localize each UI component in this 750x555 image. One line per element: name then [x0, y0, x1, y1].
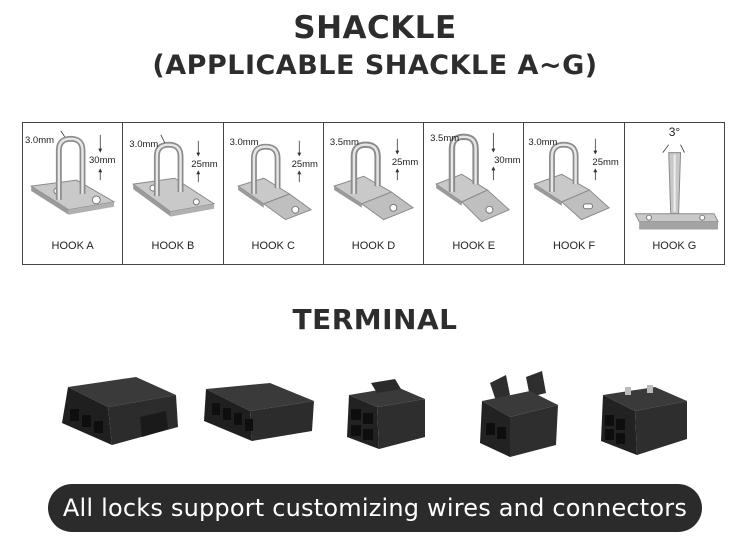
hook-b-image	[132, 134, 216, 217]
hook-d-height-label: 25mm	[391, 157, 419, 168]
page-subtitle: (APPLICABLE SHACKLE A~G)	[152, 50, 598, 81]
hook-f-image	[533, 138, 611, 221]
hook-c-wire-label: 3.0mm	[229, 137, 259, 148]
hook-g-image	[634, 144, 719, 230]
hook-strip: 3.0mm 30mm HOOK A 3.0mm 25mm HOOK B	[22, 122, 725, 265]
terminal-section-title: TERMINAL	[292, 303, 458, 336]
hook-d-wire-label: 3.5mm	[329, 137, 359, 148]
hook-card-b: 3.0mm 25mm HOOK B	[123, 123, 224, 264]
hook-f-label: HOOK F	[552, 240, 596, 252]
hook-b-label: HOOK B	[151, 240, 195, 252]
hook-c-image	[236, 140, 312, 221]
hook-f-height-label: 25mm	[592, 157, 619, 168]
hook-f-wire-label: 3.0mm	[528, 137, 558, 148]
hook-a-label: HOOK A	[51, 240, 94, 252]
hook-e-label: HOOK E	[452, 240, 496, 252]
hook-card-c: 3.0mm 25mm HOOK C	[224, 123, 324, 264]
hook-card-e: 3.5mm 30mm HOOK E	[424, 123, 525, 264]
hook-a-image	[29, 130, 116, 215]
hook-card-g: 3° HOOK G	[625, 123, 724, 264]
hook-card-f: 3.0mm 25mm HOOK F	[524, 123, 625, 264]
hook-c-label: HOOK C	[251, 240, 295, 252]
connector-2-image	[204, 383, 314, 441]
footer-banner: All locks support customizing wires and …	[48, 484, 702, 532]
connector-3-image	[347, 379, 425, 449]
hook-e-wire-label: 3.5mm	[430, 133, 460, 144]
hook-d-label: HOOK D	[351, 240, 396, 252]
connector-5-image	[601, 385, 687, 455]
hook-b-height-label: 25mm	[191, 159, 218, 170]
hook-g-angle-label: 3°	[668, 125, 681, 139]
hook-g-label: HOOK G	[652, 240, 697, 252]
connector-4-image	[480, 371, 558, 457]
hook-card-a: 3.0mm 30mm HOOK A	[23, 123, 124, 264]
hook-e-height-label: 30mm	[494, 155, 521, 166]
hook-card-d: 3.5mm 25mm HOOK D	[324, 123, 425, 264]
hook-e-image	[435, 132, 511, 223]
terminal-row	[50, 365, 700, 465]
hook-a-wire-label: 3.0mm	[25, 135, 55, 146]
hook-c-height-label: 25mm	[291, 159, 318, 170]
hook-d-image	[332, 138, 414, 221]
connector-1-image	[62, 377, 178, 445]
hook-a-height-label: 30mm	[89, 155, 116, 166]
hook-b-wire-label: 3.0mm	[129, 139, 159, 150]
page-title: SHACKLE	[293, 10, 457, 46]
